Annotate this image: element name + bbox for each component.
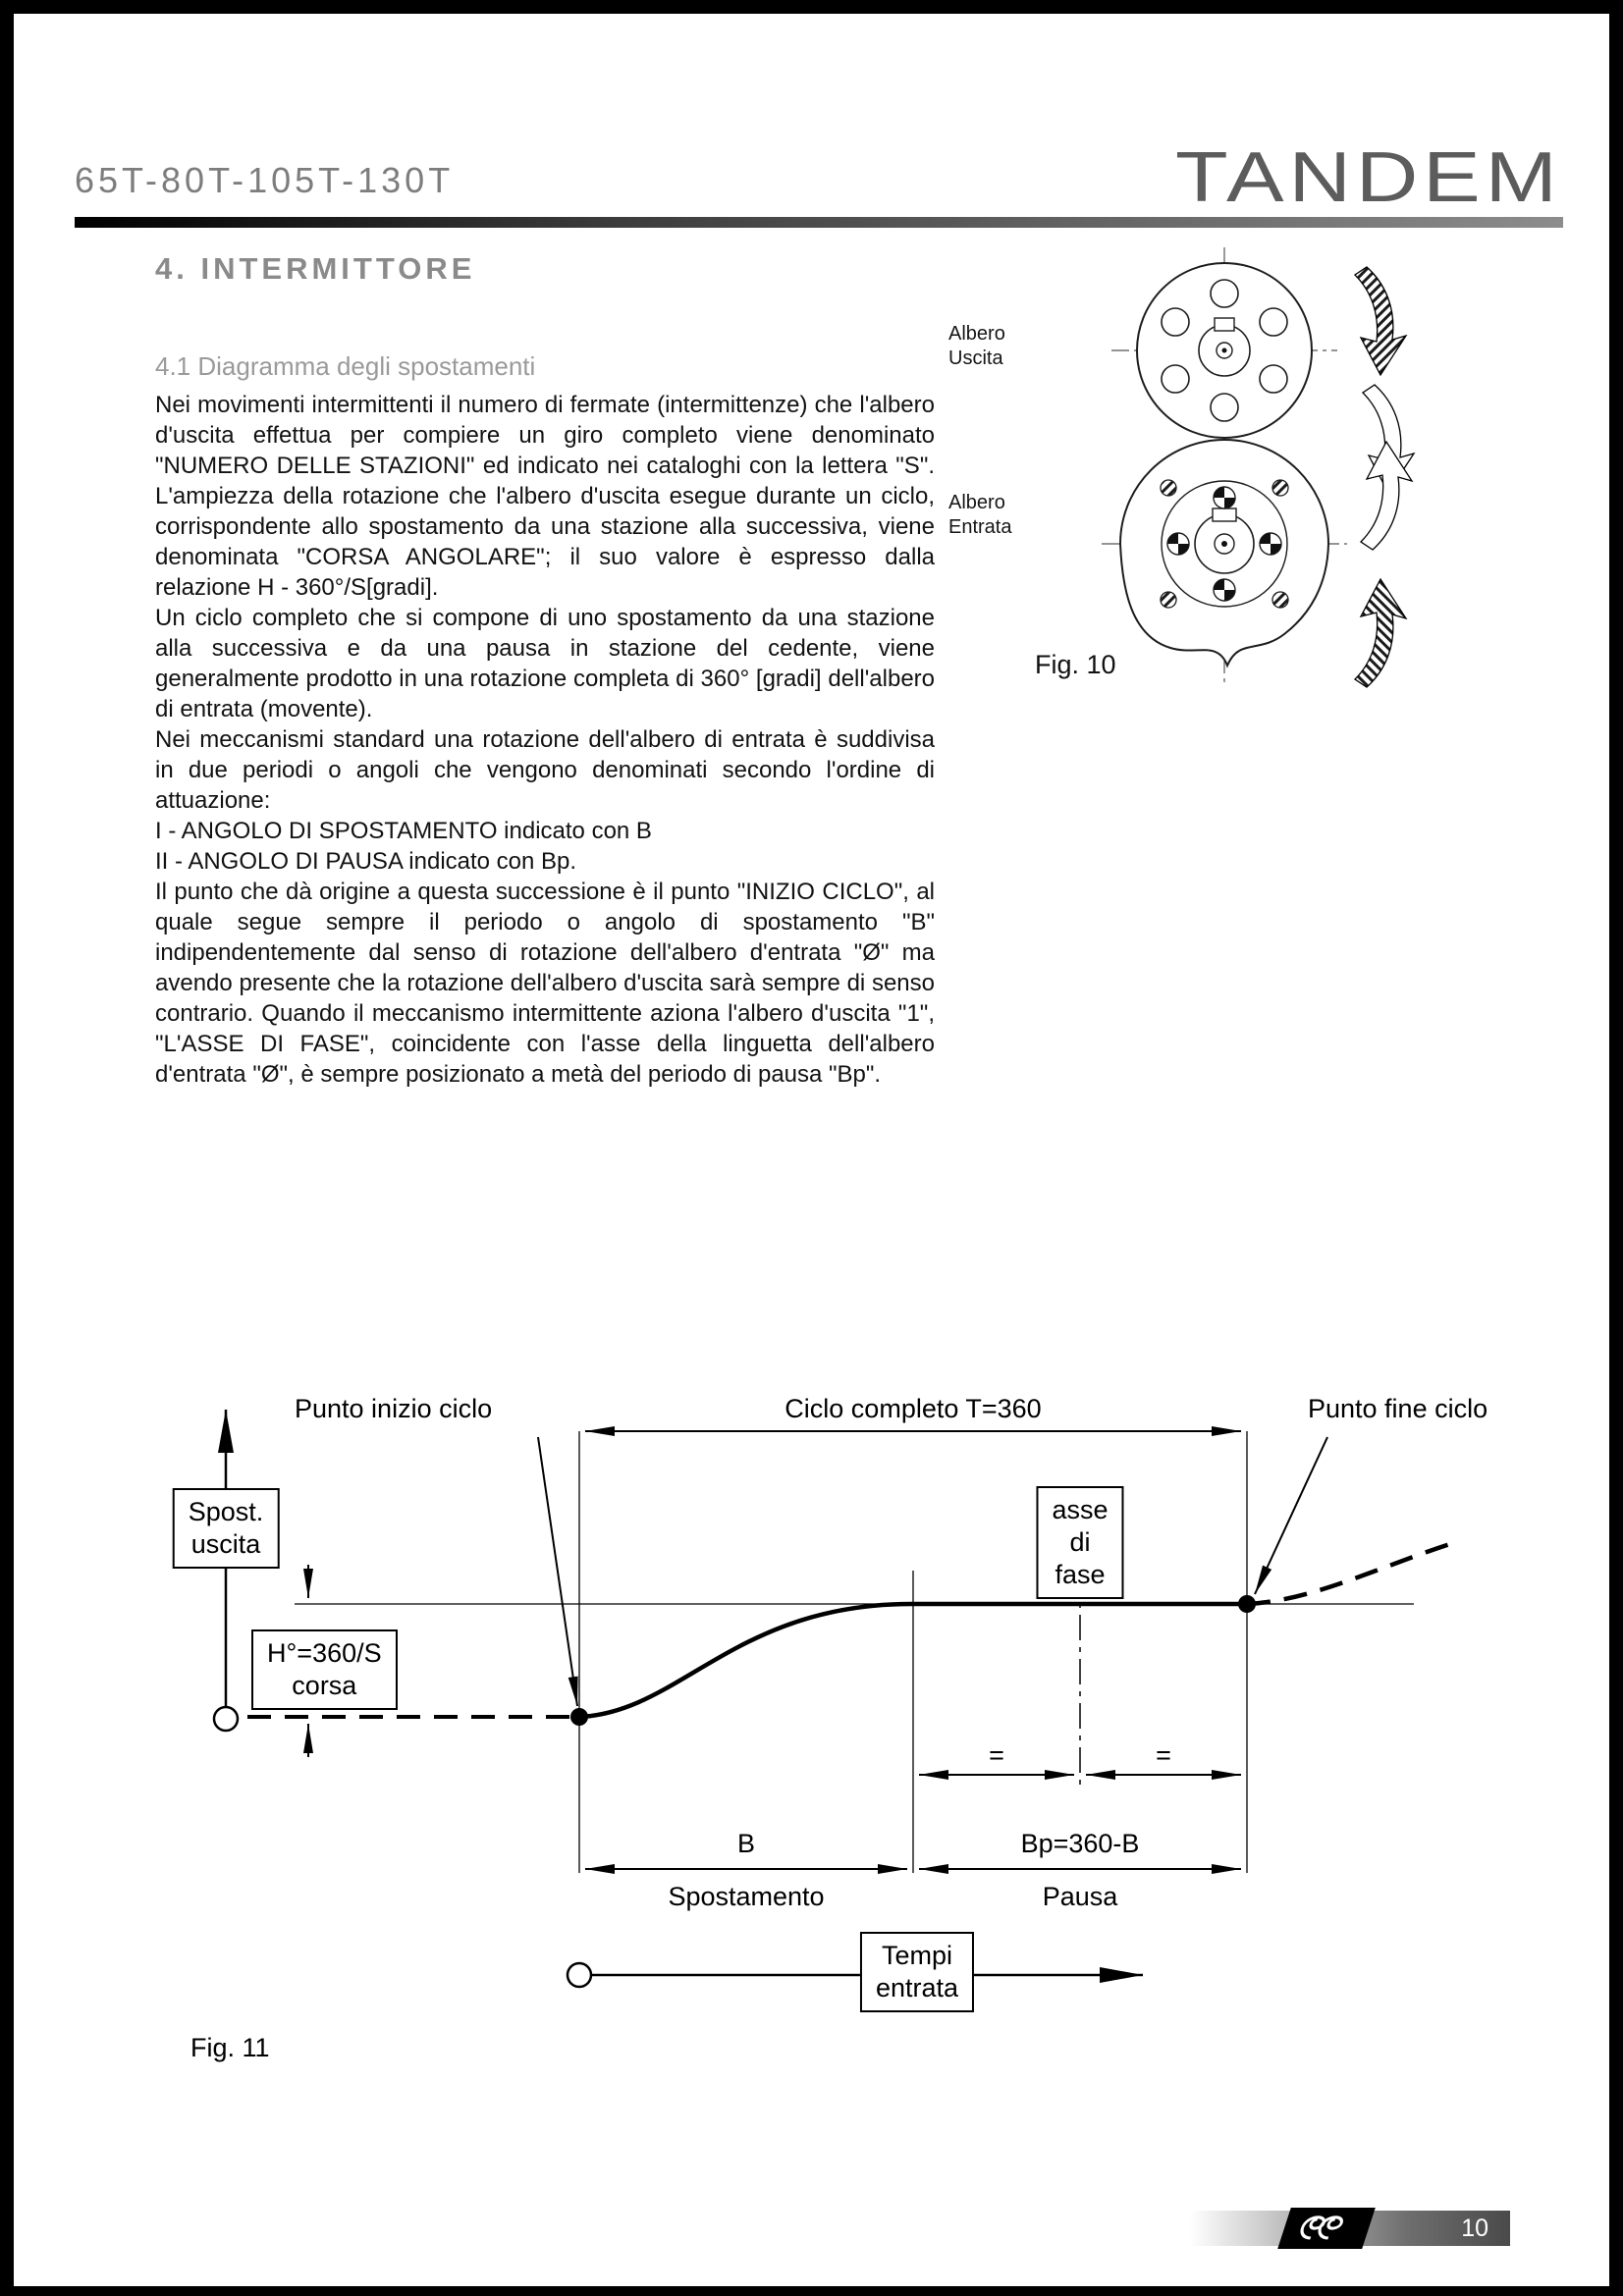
label-pausa: Pausa — [1042, 1882, 1118, 1911]
fig10-caption: Fig. 10 — [1035, 650, 1116, 679]
input-cam — [1118, 439, 1330, 668]
paragraph-3: Nei meccanismi standard una rotazione de… — [155, 726, 935, 814]
box-phase-axis: asse di fase — [1036, 1486, 1124, 1599]
footer-band: 10 — [1190, 2208, 1510, 2249]
screw-heads — [1160, 479, 1289, 609]
paragraph-4: Il punto che dà origine a questa success… — [155, 879, 935, 1088]
label-cycle-start: Punto inizio ciclo — [295, 1394, 493, 1423]
subsection-title: 4.1 Diagramma degli spostamenti — [155, 351, 536, 381]
detent-balls — [1166, 486, 1282, 602]
article-text-column: 4.1 Diagramma degli spostamenti Nei movi… — [155, 351, 935, 1090]
paragraph-list-item-2: II - ANGOLO DI PAUSA indicato con Bp. — [155, 848, 577, 875]
scan-border-bottom — [0, 2286, 1623, 2296]
fig10-drawing — [1102, 247, 1415, 688]
header-model-code: 65T-80T-105T-130T — [75, 160, 455, 200]
section-title: 4. INTERMITTORE — [155, 251, 476, 286]
fig11-caption: Fig. 11 — [190, 2033, 270, 2062]
paragraph-list-item-1: I - ANGOLO DI SPOSTAMENTO indicato con B — [155, 818, 652, 844]
footer-page-number: 10 — [1461, 2215, 1488, 2242]
box-output-displacement: Spost. uscita — [172, 1488, 280, 1569]
box-stroke-formula: H°=360/S corsa — [251, 1629, 398, 1710]
label-spostamento: Spostamento — [668, 1882, 825, 1911]
output-flange — [1136, 262, 1313, 439]
dimension-arrows — [303, 1426, 1328, 1874]
rotation-arrows — [1354, 266, 1415, 688]
diagram-axes-and-curve — [212, 1410, 1454, 1873]
scan-border-left — [0, 0, 14, 2296]
scan-border-top — [0, 0, 1623, 14]
label-cycle-complete: Ciclo completo T=360 — [784, 1394, 1042, 1423]
label-cycle-end: Punto fine ciclo — [1308, 1394, 1488, 1423]
box-input-time: Tempi entrata — [859, 1932, 975, 2012]
scan-border-right — [1609, 0, 1623, 2296]
footer-logo-squiggle-icon — [1300, 2216, 1343, 2240]
footer-brand-logo — [1277, 2208, 1376, 2249]
paragraph-2: Un ciclo completo che si compone di uno … — [155, 605, 935, 722]
output-shaft-label: Albero Uscita — [948, 323, 1005, 369]
fig11-diagram — [212, 1410, 1454, 1989]
label-equal-left: = — [989, 1740, 1004, 1770]
brand-logo-text: TANDEM — [1175, 138, 1562, 217]
input-time-axis — [566, 1961, 1143, 1989]
label-dim-bp: Bp=360-B — [1020, 1829, 1140, 1858]
header-rule — [75, 217, 1563, 228]
input-shaft-label: Albero Entrata — [948, 492, 1012, 538]
label-equal-right: = — [1156, 1740, 1171, 1770]
paragraph-1: Nei movimenti intermittenti il numero di… — [155, 392, 935, 601]
label-dim-b: B — [736, 1829, 756, 1858]
